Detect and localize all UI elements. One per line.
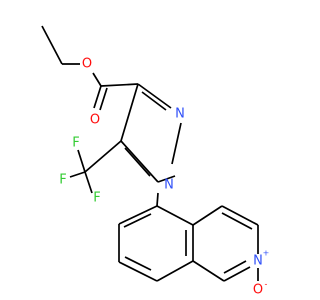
pyrazole-n2-label: N bbox=[175, 107, 185, 122]
bond bbox=[157, 175, 176, 183]
bond bbox=[118, 261, 158, 282]
bond bbox=[77, 149, 86, 173]
bond bbox=[41, 25, 63, 65]
bond bbox=[69, 171, 86, 178]
bond bbox=[100, 83, 139, 87]
bond bbox=[124, 256, 152, 271]
bond bbox=[92, 72, 102, 87]
bond bbox=[156, 205, 194, 226]
molecule-structure-diagram: O O N N F F F N + O - bbox=[41, 25, 269, 298]
positive-charge-label: + bbox=[263, 249, 270, 258]
bond-lines bbox=[41, 25, 259, 282]
fluorine-label: F bbox=[59, 173, 66, 188]
n-oxide-oxygen-label: O bbox=[253, 283, 263, 298]
bond bbox=[221, 212, 253, 230]
bond bbox=[123, 213, 152, 228]
bond bbox=[137, 83, 172, 109]
pyrazole-n1-label: N bbox=[164, 178, 174, 193]
bond bbox=[156, 192, 159, 207]
bond bbox=[223, 266, 251, 282]
bond bbox=[223, 260, 247, 274]
bond bbox=[99, 87, 108, 111]
bond bbox=[141, 91, 167, 111]
bond bbox=[192, 260, 225, 282]
isoquinoline-nitrogen-label: N bbox=[253, 254, 263, 269]
bond bbox=[171, 122, 182, 165]
atom-labels: O O N N F F F N + O - bbox=[59, 57, 269, 298]
bond bbox=[192, 205, 223, 226]
fluorine-label: F bbox=[93, 191, 100, 206]
bond bbox=[120, 140, 159, 183]
negative-charge-label: - bbox=[265, 280, 268, 289]
bond bbox=[93, 85, 102, 109]
bond bbox=[118, 205, 158, 225]
bond bbox=[221, 205, 259, 226]
carbonyl-oxygen-label: O bbox=[90, 113, 100, 128]
bond bbox=[84, 140, 122, 173]
bond bbox=[156, 260, 194, 282]
bond bbox=[120, 83, 139, 142]
bond bbox=[124, 147, 151, 177]
bond bbox=[84, 171, 93, 194]
ester-oxygen-label: O bbox=[82, 57, 92, 72]
fluorine-label: F bbox=[72, 136, 79, 151]
